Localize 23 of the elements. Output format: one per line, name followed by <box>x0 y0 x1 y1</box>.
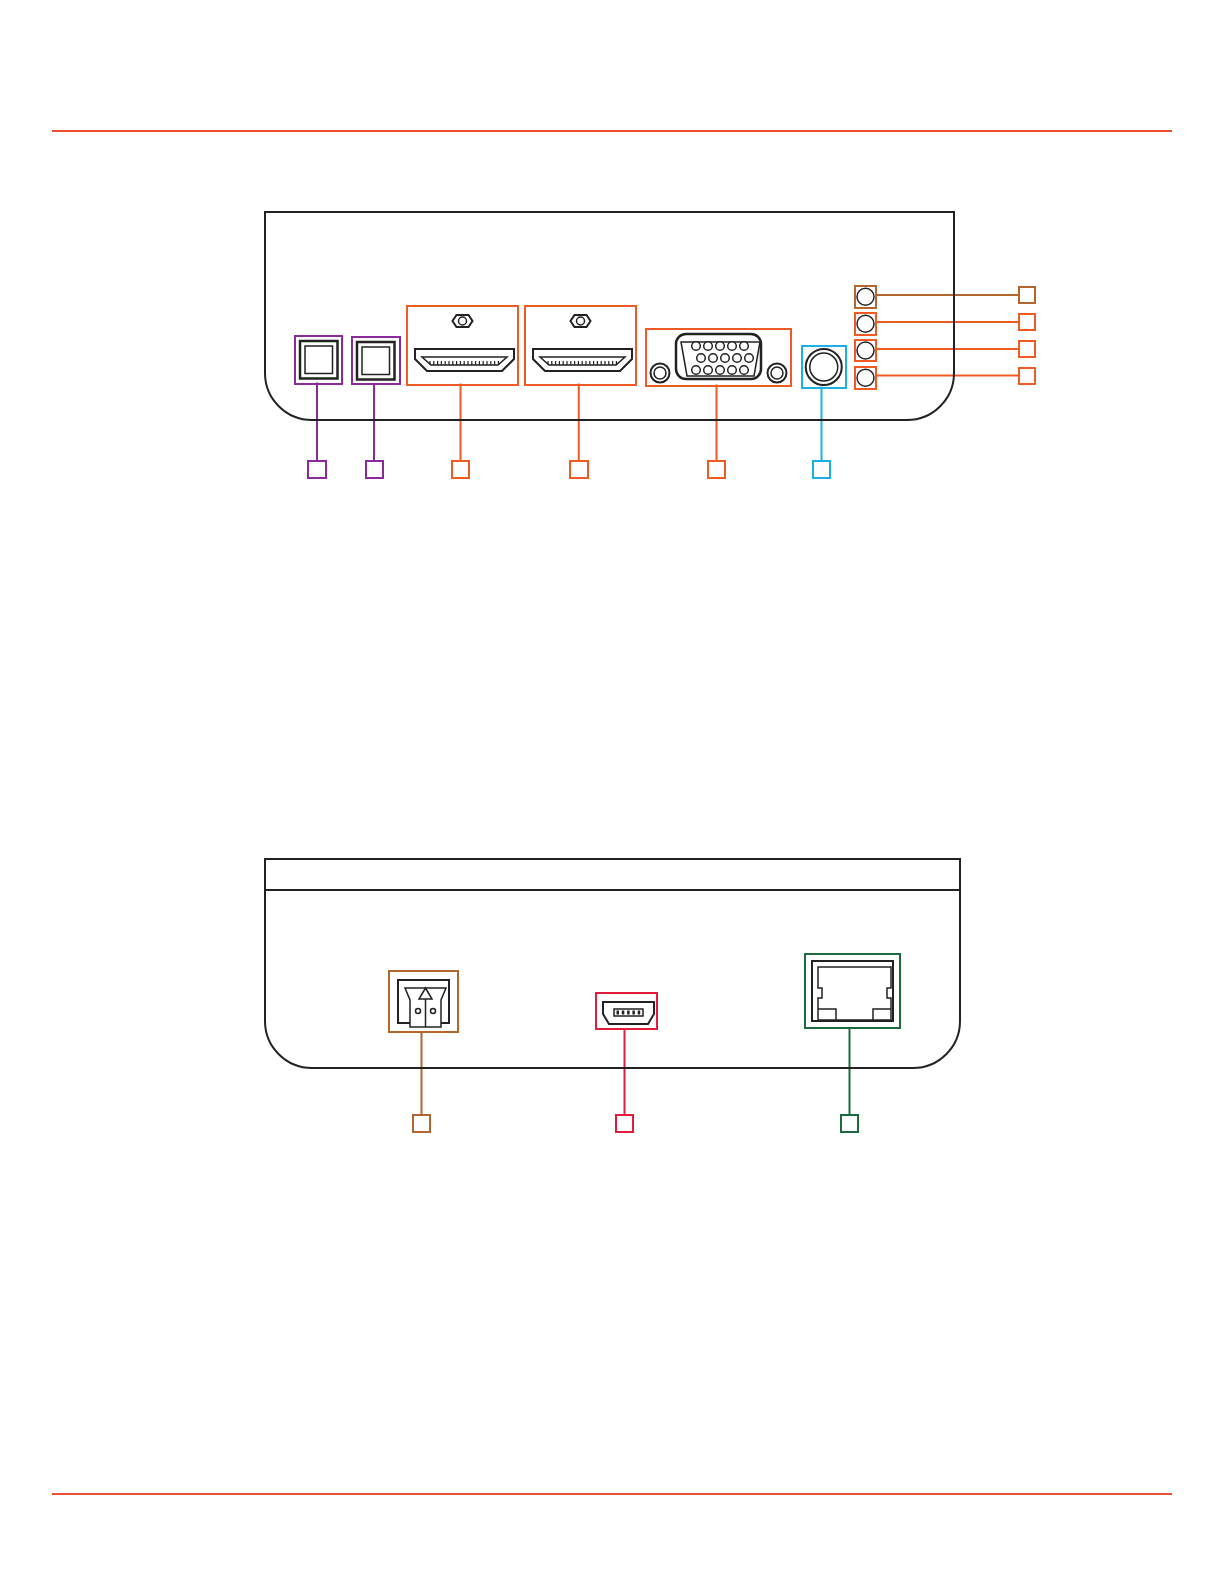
leader-line <box>373 382 375 461</box>
leader-line <box>874 348 1019 350</box>
callout-box <box>569 460 589 479</box>
leader-line <box>420 1030 423 1115</box>
callout-box <box>615 1114 634 1133</box>
leader-line <box>848 1026 851 1115</box>
callout-box <box>451 460 470 479</box>
callout-box <box>707 460 726 479</box>
callout-box <box>1018 340 1036 358</box>
leader-line <box>623 1027 626 1115</box>
callout-box <box>307 460 327 479</box>
callout-box <box>1018 286 1036 304</box>
leader-line <box>874 321 1019 323</box>
callout-box <box>364 460 384 479</box>
callout-box <box>412 1114 431 1133</box>
callout-box <box>812 460 831 479</box>
callout-box <box>1018 366 1036 385</box>
device-panel <box>263 858 961 1069</box>
leader-line <box>874 294 1019 296</box>
leader-line <box>874 374 1019 377</box>
callout-box <box>1018 313 1036 331</box>
callout-box <box>840 1114 859 1133</box>
device-panel <box>264 211 955 421</box>
